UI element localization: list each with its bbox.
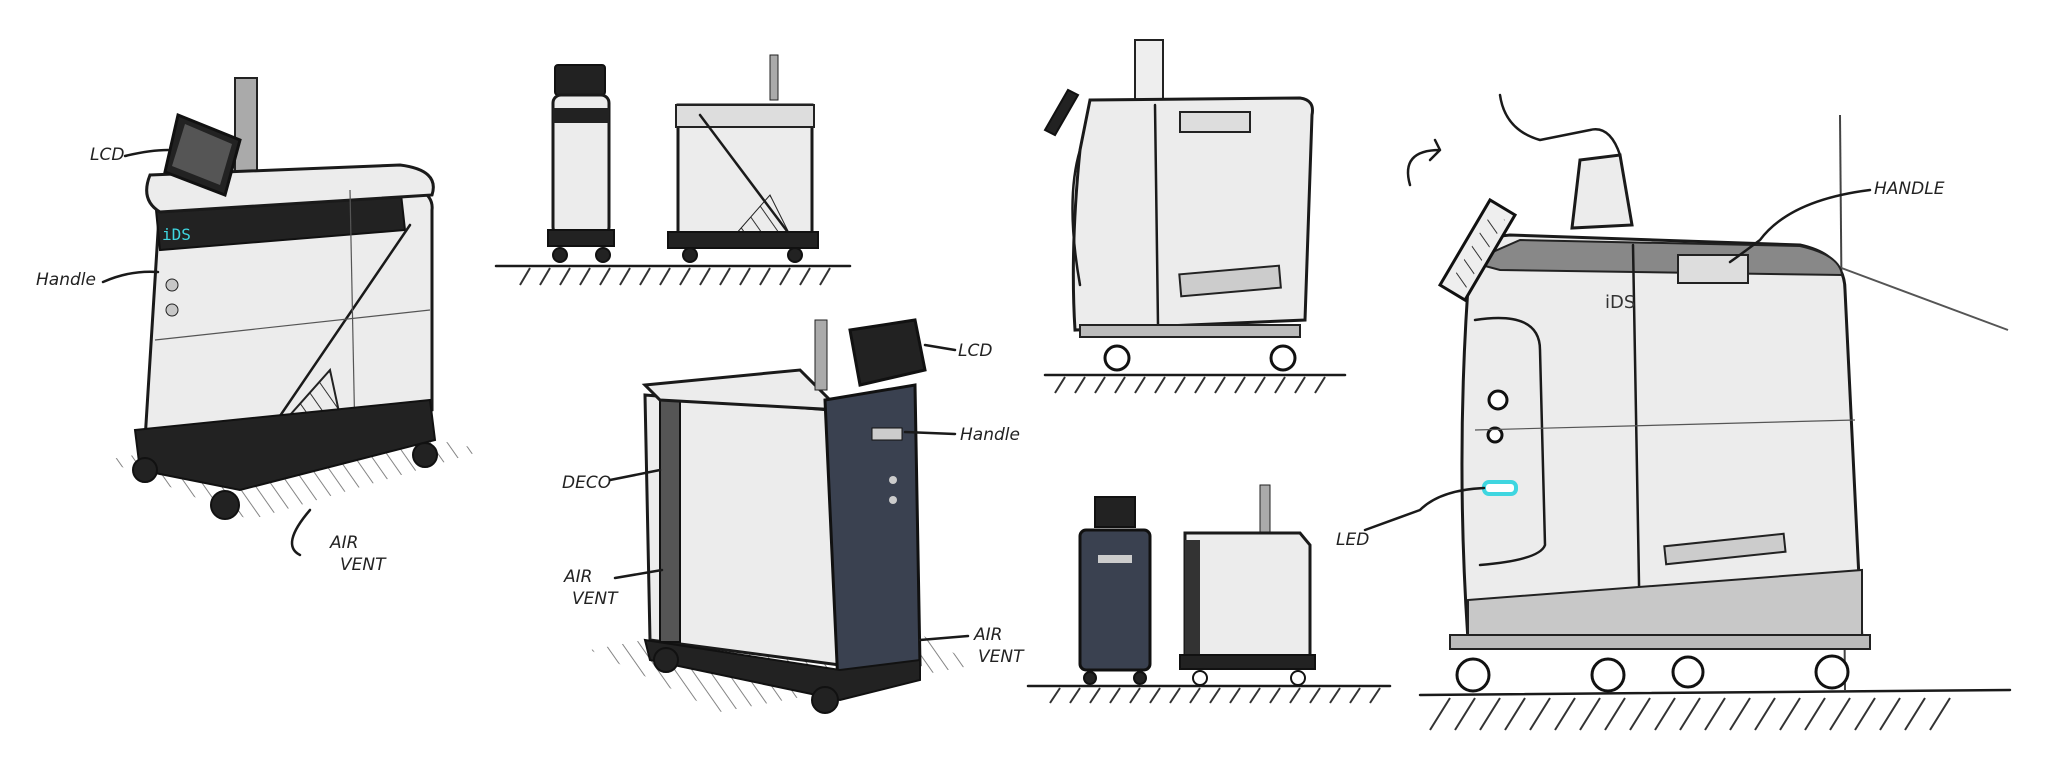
label-air-vent-left: AIR — [563, 567, 592, 587]
label-lcd: LCD — [958, 341, 992, 361]
sketch-4-side-view — [1043, 39, 1347, 394]
air-vent — [1663, 532, 1787, 566]
sketch-3-dark-panel-cart: LCD Handle DECO AIR VENT AIR VENT — [562, 318, 1025, 714]
label-lcd: LCD — [90, 145, 124, 165]
lcd-screen — [1094, 496, 1136, 528]
label-air-vent: AIR — [329, 533, 358, 553]
label-air-vent-right-2: VENT — [978, 647, 1025, 667]
label-air-vent-right: AIR — [973, 625, 1002, 645]
lcd-screen — [848, 318, 927, 387]
handle-recess — [1677, 254, 1749, 284]
label-air-vent-left-2: VENT — [572, 589, 619, 609]
sketch-2-front-side-views — [494, 54, 852, 286]
label-handle: HANDLE — [1874, 179, 1945, 199]
label-handle: Handle — [36, 270, 96, 290]
led-indicator — [1482, 480, 1518, 496]
label-deco: DECO — [562, 473, 611, 493]
sketch-5-small-views — [1026, 484, 1392, 704]
label-air-vent-2: VENT — [340, 555, 387, 575]
sketch-1-perspective-cart: iDS LCD Handle AIR VENT — [36, 77, 485, 575]
logo-ids: iDS — [1605, 292, 1635, 313]
label-led: LED — [1336, 530, 1369, 550]
label-handle: Handle — [960, 425, 1020, 445]
sketch-6-large-perspective: iDS HANDLE LED — [1336, 93, 2012, 731]
lcd-screen — [554, 64, 606, 96]
deco-strip — [659, 391, 681, 643]
logo-ids: iDS — [162, 225, 191, 244]
